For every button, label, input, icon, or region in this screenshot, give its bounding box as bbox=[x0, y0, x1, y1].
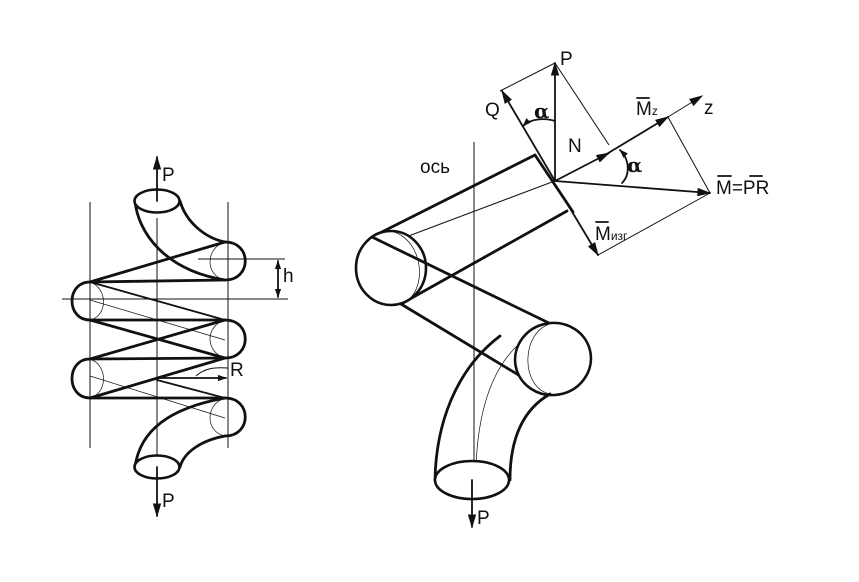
bend-tube-inner bbox=[508, 392, 552, 482]
moment-bend-vector bbox=[564, 199, 599, 257]
coil-end-right-3 bbox=[223, 396, 247, 438]
moment-z-main: M bbox=[636, 99, 652, 120]
z-axis-arrow bbox=[667, 95, 704, 118]
coil-strand bbox=[88, 240, 227, 284]
bottom-hook-tube bbox=[133, 396, 227, 469]
z-axis-label: z bbox=[704, 98, 714, 119]
spring-view: P P h R bbox=[62, 155, 294, 518]
coil-bottom-force-label: P bbox=[477, 508, 490, 529]
moment-total-label: M=PR bbox=[716, 178, 769, 199]
lower-tube-top-edge bbox=[370, 235, 555, 327]
radius-label: R bbox=[230, 360, 244, 381]
normal-n-label: N bbox=[568, 136, 582, 157]
moment-mz-vector bbox=[599, 116, 670, 159]
angle-label-top: α bbox=[534, 99, 549, 123]
upper-tube-top-edge bbox=[370, 153, 537, 239]
angle-arc-top bbox=[522, 118, 556, 127]
coil-end-right-1 bbox=[223, 240, 247, 282]
axis-label: ось bbox=[420, 157, 450, 178]
moment-z-label: Mz bbox=[636, 99, 658, 120]
bend-tube-outer bbox=[433, 334, 502, 482]
upper-tube-section bbox=[354, 229, 428, 307]
pitch-label: h bbox=[283, 266, 294, 287]
spring-bottom-force-label: P bbox=[162, 491, 175, 512]
angle-arc-right bbox=[619, 149, 629, 184]
moment-z-sub: z bbox=[652, 104, 658, 118]
moment-total-vector bbox=[554, 180, 712, 197]
top-hook-tube bbox=[133, 199, 227, 282]
shear-q-label: Q bbox=[485, 100, 500, 121]
moment-bend-sub: изг bbox=[611, 229, 628, 243]
upper-tube-bottom-edge bbox=[399, 209, 569, 306]
moment-bend-label: Mизг bbox=[595, 224, 628, 245]
angle-label-right: α bbox=[627, 153, 642, 177]
coil-force-p-label: P bbox=[560, 49, 573, 70]
coil-end-left-1 bbox=[70, 280, 92, 322]
lower-tube-section bbox=[513, 321, 593, 397]
coil-view: ось P Q α N α Mz z M=PR Mизг P bbox=[354, 49, 769, 529]
coil-end-right-2 bbox=[223, 318, 247, 360]
shear-q-vector bbox=[501, 89, 556, 182]
spring-top-force-label: P bbox=[162, 165, 175, 186]
coil-end-left-2 bbox=[70, 357, 92, 400]
moment-bend-main: M bbox=[595, 224, 611, 245]
